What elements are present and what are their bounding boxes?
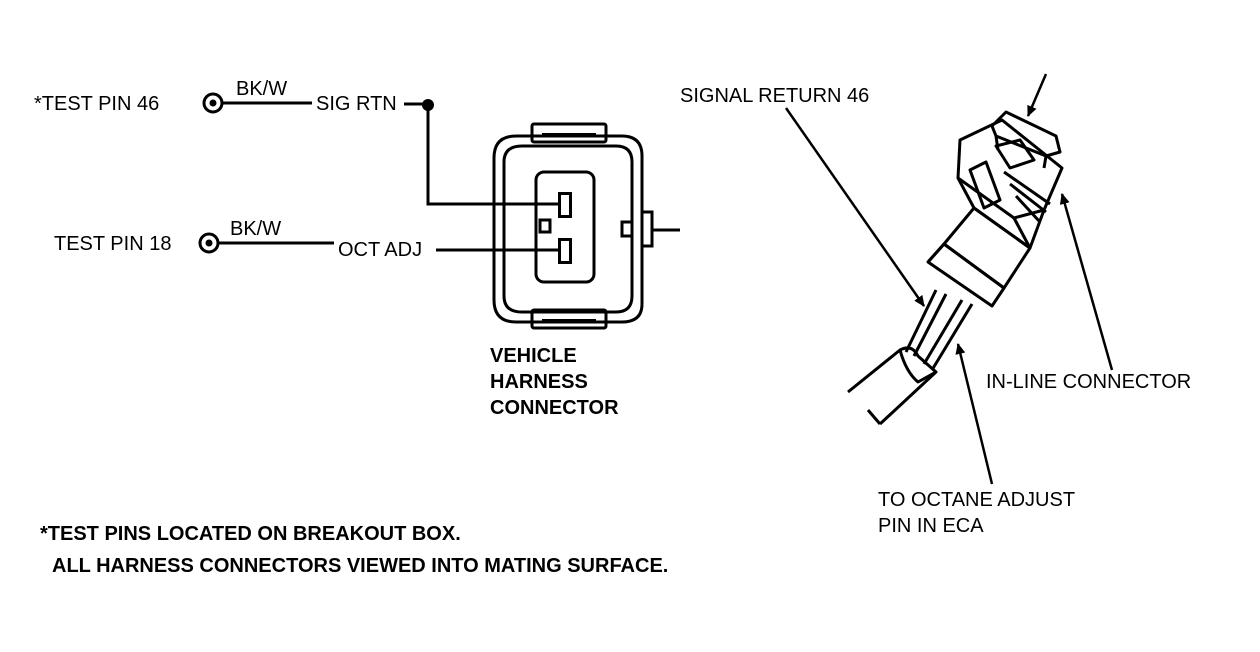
sig-rtn-wire [426, 105, 560, 206]
vehicle-harness-connector-icon [492, 122, 680, 330]
latch-pointer-arrow [1026, 73, 1048, 117]
test-pin-46-terminal-icon [202, 92, 224, 114]
footnote-line1: *TEST PINS LOCATED ON BREAKOUT BOX. [40, 523, 461, 545]
oct-adj-label: OCT ADJ [338, 239, 422, 261]
pin18-wire-color: BK/W [230, 218, 281, 240]
test-pin-46-label: *TEST PIN 46 [34, 93, 159, 115]
sig-rtn-label: SIG RTN [316, 93, 397, 115]
test-pin-18-terminal-icon [198, 232, 220, 254]
vehicle-harness-connector-caption-line1: VEHICLE [490, 345, 577, 367]
pin46-wire-color: BK/W [236, 78, 287, 100]
test-pin-18-label: TEST PIN 18 [54, 233, 171, 255]
octane-adjust-label-line1: TO OCTANE ADJUST [878, 489, 1075, 511]
octane-adjust-arrow [955, 343, 994, 485]
vehicle-harness-connector-caption-line3: CONNECTOR [490, 397, 619, 419]
in-line-connector-arrow [1059, 193, 1114, 371]
signal-return-arrow [784, 107, 926, 307]
signal-return-46-label: SIGNAL RETURN 46 [680, 85, 869, 107]
vehicle-harness-connector-caption-line2: HARNESS [490, 371, 588, 393]
octane-adjust-label-line2: PIN IN ECA [878, 515, 984, 537]
in-line-connector-label: IN-LINE CONNECTOR [986, 371, 1191, 393]
in-line-connector-illustration-icon [847, 110, 1064, 426]
footnote-line2: ALL HARNESS CONNECTORS VIEWED INTO MATIN… [52, 555, 668, 577]
